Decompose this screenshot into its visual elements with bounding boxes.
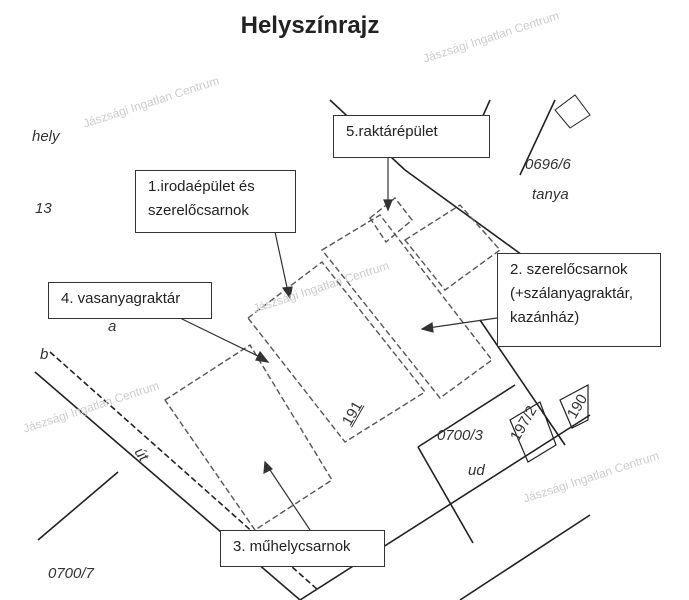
map-label-0696-6: 0696/6 [525, 156, 571, 173]
arrow-head [383, 199, 393, 212]
building-197-2 [509, 401, 557, 463]
building-3-outline [164, 344, 333, 531]
arrow-head [263, 460, 274, 475]
building-190 [559, 383, 589, 429]
map-label-hely: hely [32, 128, 60, 145]
map-label-ud: ud [468, 462, 485, 479]
parcel-line [479, 319, 566, 446]
callout-raktarepulet: 5.raktárépület [333, 115, 490, 158]
parcel-line [37, 471, 119, 541]
parcel-line [417, 446, 474, 544]
building-1-outline [247, 261, 427, 443]
map-label-0700-3: 0700/3 [437, 427, 483, 444]
parcel-line [519, 99, 556, 176]
callout-vasanyagraktar: 4. vasanyagraktár [48, 282, 212, 319]
map-label-a: a [108, 318, 117, 335]
callout-muhelycsarnok: 3. műhelycsarnok [220, 530, 385, 567]
map-label-0700-7: 0700/7 [48, 565, 94, 582]
arrow-head [255, 350, 270, 363]
building-5-outline [369, 197, 413, 244]
page-title: Helyszínrajz [240, 12, 380, 39]
building-annex-outline [403, 204, 502, 291]
parcel-line [417, 384, 516, 448]
parcel-line [299, 414, 591, 600]
arrow-head [281, 286, 293, 300]
map-label-13: 13 [35, 200, 52, 217]
parcel-line [459, 514, 591, 600]
map-label-b: b [40, 346, 49, 363]
small-building [554, 94, 591, 129]
callout-szerelocsarnok: 2. szerelőcsarnok (+szálanyagraktár, kaz… [497, 253, 661, 347]
map-label-tanya: tanya [532, 186, 569, 203]
callout-irodaepulet: 1.irodaépület és szerelőcsarnok [135, 170, 296, 233]
building-2-outline [320, 214, 493, 399]
arrow-head [420, 322, 434, 333]
